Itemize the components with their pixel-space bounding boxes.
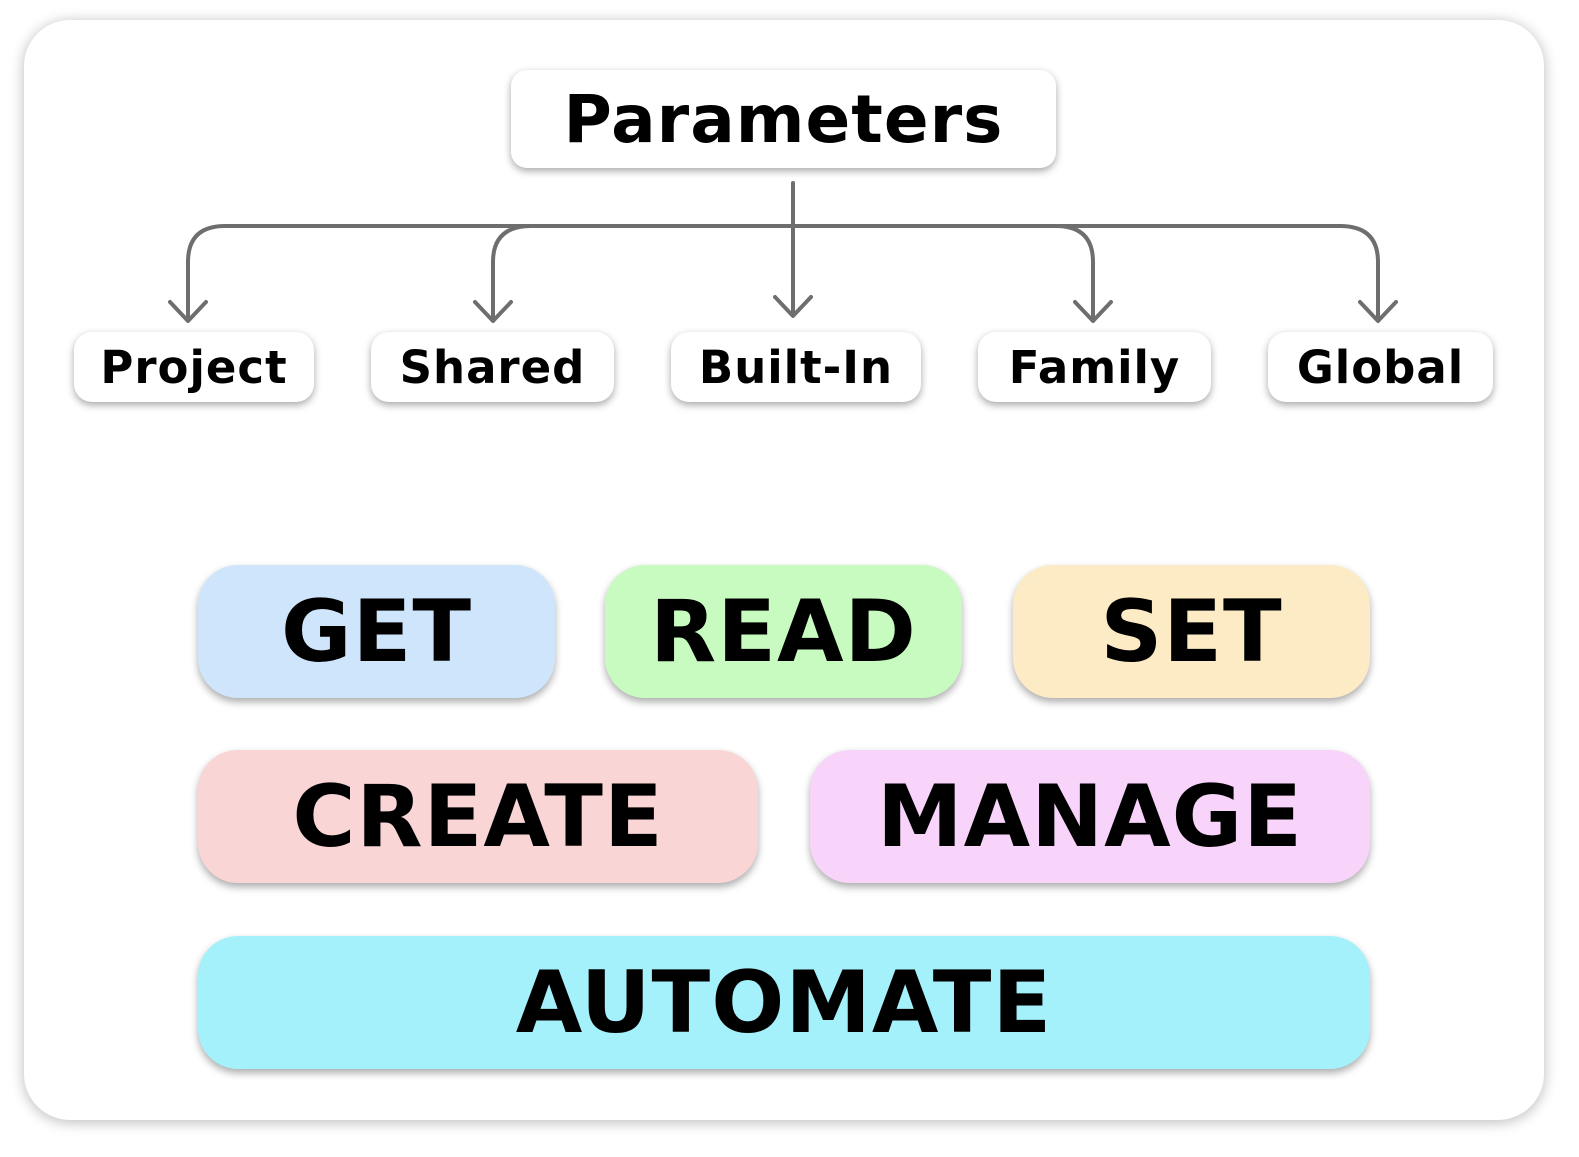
action-read: READ: [605, 565, 962, 698]
connector-to-shared: [491, 224, 533, 322]
action-manage: MANAGE: [810, 750, 1370, 883]
arrowhead-built-in: [773, 295, 813, 318]
connector-to-family: [1054, 224, 1095, 322]
action-set: SET: [1013, 565, 1370, 698]
node-project: Project: [74, 332, 314, 402]
connector-to-global: [1338, 224, 1380, 322]
arrowhead-project: [168, 300, 208, 323]
node-global: Global: [1268, 332, 1493, 402]
arrowhead-shared: [473, 300, 513, 323]
arrowhead-global: [1358, 300, 1398, 323]
action-get: GET: [198, 565, 555, 698]
connector-to-project: [186, 224, 227, 322]
arrowhead-family: [1073, 300, 1113, 323]
action-automate: AUTOMATE: [198, 936, 1370, 1069]
action-create: CREATE: [198, 750, 758, 883]
parameters-root-node: Parameters: [511, 70, 1056, 168]
node-family: Family: [978, 332, 1211, 402]
node-shared: Shared: [371, 332, 614, 402]
node-built-in: Built-In: [671, 332, 921, 402]
